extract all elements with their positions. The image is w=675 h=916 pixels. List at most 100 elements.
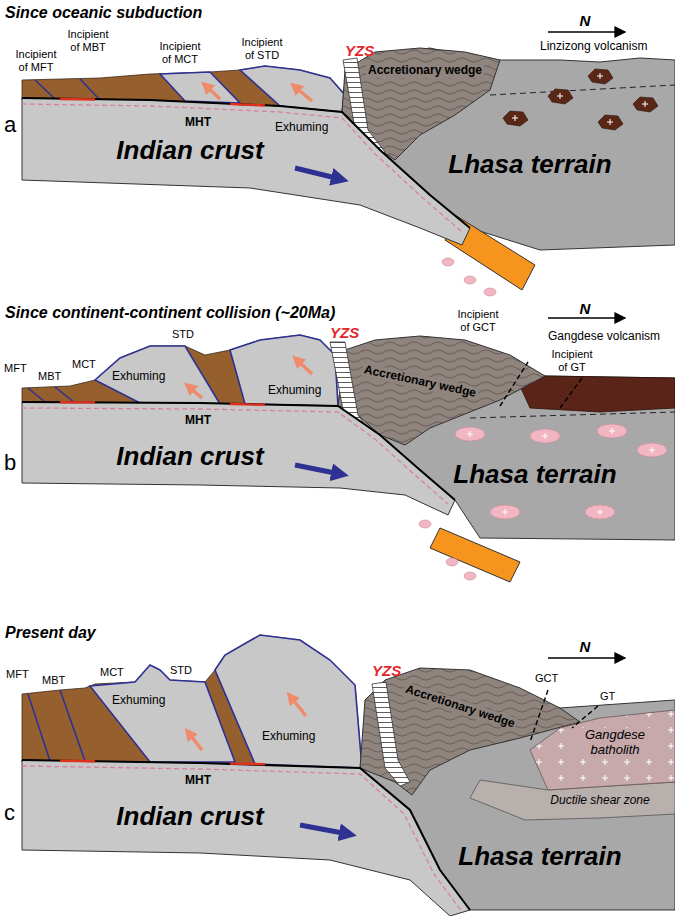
suture-zone: [372, 682, 410, 786]
exhumation-arrow: [205, 85, 220, 99]
suture-label: YZS: [330, 324, 359, 341]
incipient-fault: [500, 362, 528, 406]
fault-label: MFT: [6, 668, 29, 681]
incipient-fault: [560, 378, 582, 408]
fault-label: Incipient of GT: [549, 348, 595, 373]
north-label: N: [580, 638, 591, 655]
mht-line: [22, 760, 470, 910]
fault-label: MCT: [72, 358, 96, 371]
fault-label: Incipient of GCT: [455, 308, 501, 333]
fault-label: GT: [600, 690, 615, 703]
fault-label: MFT: [4, 362, 27, 375]
oceanic-slab: [430, 528, 520, 582]
plate-motion-arrow: [295, 465, 340, 474]
thrust-fault: [28, 690, 85, 761]
unit-label: Indian crust: [116, 802, 263, 832]
fault-label: MHT: [185, 116, 211, 130]
sediment: [22, 635, 362, 768]
fault-label: STD: [170, 664, 192, 677]
north-label: N: [580, 12, 591, 29]
process-label: Exhuming: [112, 370, 165, 384]
fault-label: MCT: [100, 666, 124, 679]
fault-label: MHT: [185, 774, 211, 788]
illustration-part: [490, 505, 520, 519]
illustration-part: [597, 424, 627, 438]
indian-crust: [22, 760, 470, 916]
illustration-part: [637, 443, 667, 457]
fault: [572, 706, 598, 728]
panel-letter: a: [4, 112, 16, 137]
slip-marker: [60, 761, 265, 765]
thrust-fault: [35, 79, 100, 100]
fault-label: Incipient of STD: [239, 36, 285, 61]
north-arrow: [548, 31, 624, 33]
fault-label: GCT: [535, 672, 558, 685]
fault-label: Incipient of MCT: [157, 40, 203, 65]
north-arrow: [548, 317, 624, 319]
dashed-line: [22, 104, 462, 232]
illustration-part: [455, 427, 485, 441]
exhumation-arrow: [296, 359, 312, 374]
unit-label: Indian crust: [116, 136, 263, 166]
exhuming-sliver: [90, 665, 235, 762]
lhasa-block: [342, 48, 675, 250]
plate-motion-arrow: [295, 168, 340, 179]
mht-line: [22, 402, 455, 500]
illustration-part: [598, 115, 623, 130]
process-label: Exhuming: [112, 694, 165, 708]
dashed-line: [22, 408, 448, 504]
suture-label: YZS: [372, 662, 401, 679]
illustration-part: [503, 111, 528, 126]
exhumation-arrow: [188, 386, 202, 398]
panel-letter: b: [4, 450, 16, 475]
panel-a: [22, 32, 675, 296]
illustration-part: [446, 558, 458, 566]
north-arrow: [548, 657, 624, 659]
exhuming-sliver: [160, 72, 240, 103]
unit-label: Gangdese volcanism: [548, 330, 660, 344]
gangdese-volcanics: [520, 376, 675, 412]
dashed-line: [22, 766, 462, 912]
exhumation-arrow: [294, 86, 312, 101]
illustration-part: [484, 288, 496, 296]
illustration-part: [442, 258, 454, 266]
process-label: Exhuming: [262, 730, 315, 744]
unit-label: Accretionary wedge: [361, 363, 479, 401]
process-label: Exhuming: [268, 384, 321, 398]
exhumation-arrow: [188, 732, 202, 750]
illustration-part: [464, 276, 476, 284]
fault-label: Incipient of MFT: [13, 48, 59, 73]
fault-label: MBT: [38, 370, 61, 383]
dashed-boundary: [490, 85, 675, 95]
exhuming-sliver: [95, 346, 220, 404]
gangdese-batholith: [530, 710, 675, 790]
slip-marker: [60, 402, 265, 405]
unit-label: Gangdese batholith: [577, 728, 653, 758]
thrust-fault: [28, 387, 75, 403]
fault: [530, 690, 548, 742]
north-label: N: [580, 300, 591, 317]
panel-b: [22, 318, 675, 582]
indian-crust: [22, 98, 470, 245]
sediment: [22, 335, 338, 406]
unit-label: Indian crust: [116, 442, 263, 472]
fault-label: MBT: [42, 674, 65, 687]
exhuming-sliver: [230, 335, 338, 406]
exhumation-arrow: [290, 696, 306, 716]
unit-label: Linzizong volcanism: [540, 40, 647, 54]
illustration-part: [588, 69, 613, 84]
fault-label: STD: [172, 328, 194, 341]
panel-letter: c: [4, 800, 15, 825]
unit-label: Lhasa terrain: [448, 150, 611, 180]
indian-crust: [22, 402, 455, 515]
panel-c: [22, 635, 675, 916]
process-label: Exhuming: [275, 121, 328, 135]
exhuming-sliver: [215, 635, 362, 768]
panel-title: Since oceanic subduction: [5, 4, 202, 22]
plate-motion-arrow: [300, 825, 348, 834]
mht-line: [22, 98, 470, 228]
slip-marker: [60, 99, 265, 106]
illustration-part: [464, 572, 476, 580]
